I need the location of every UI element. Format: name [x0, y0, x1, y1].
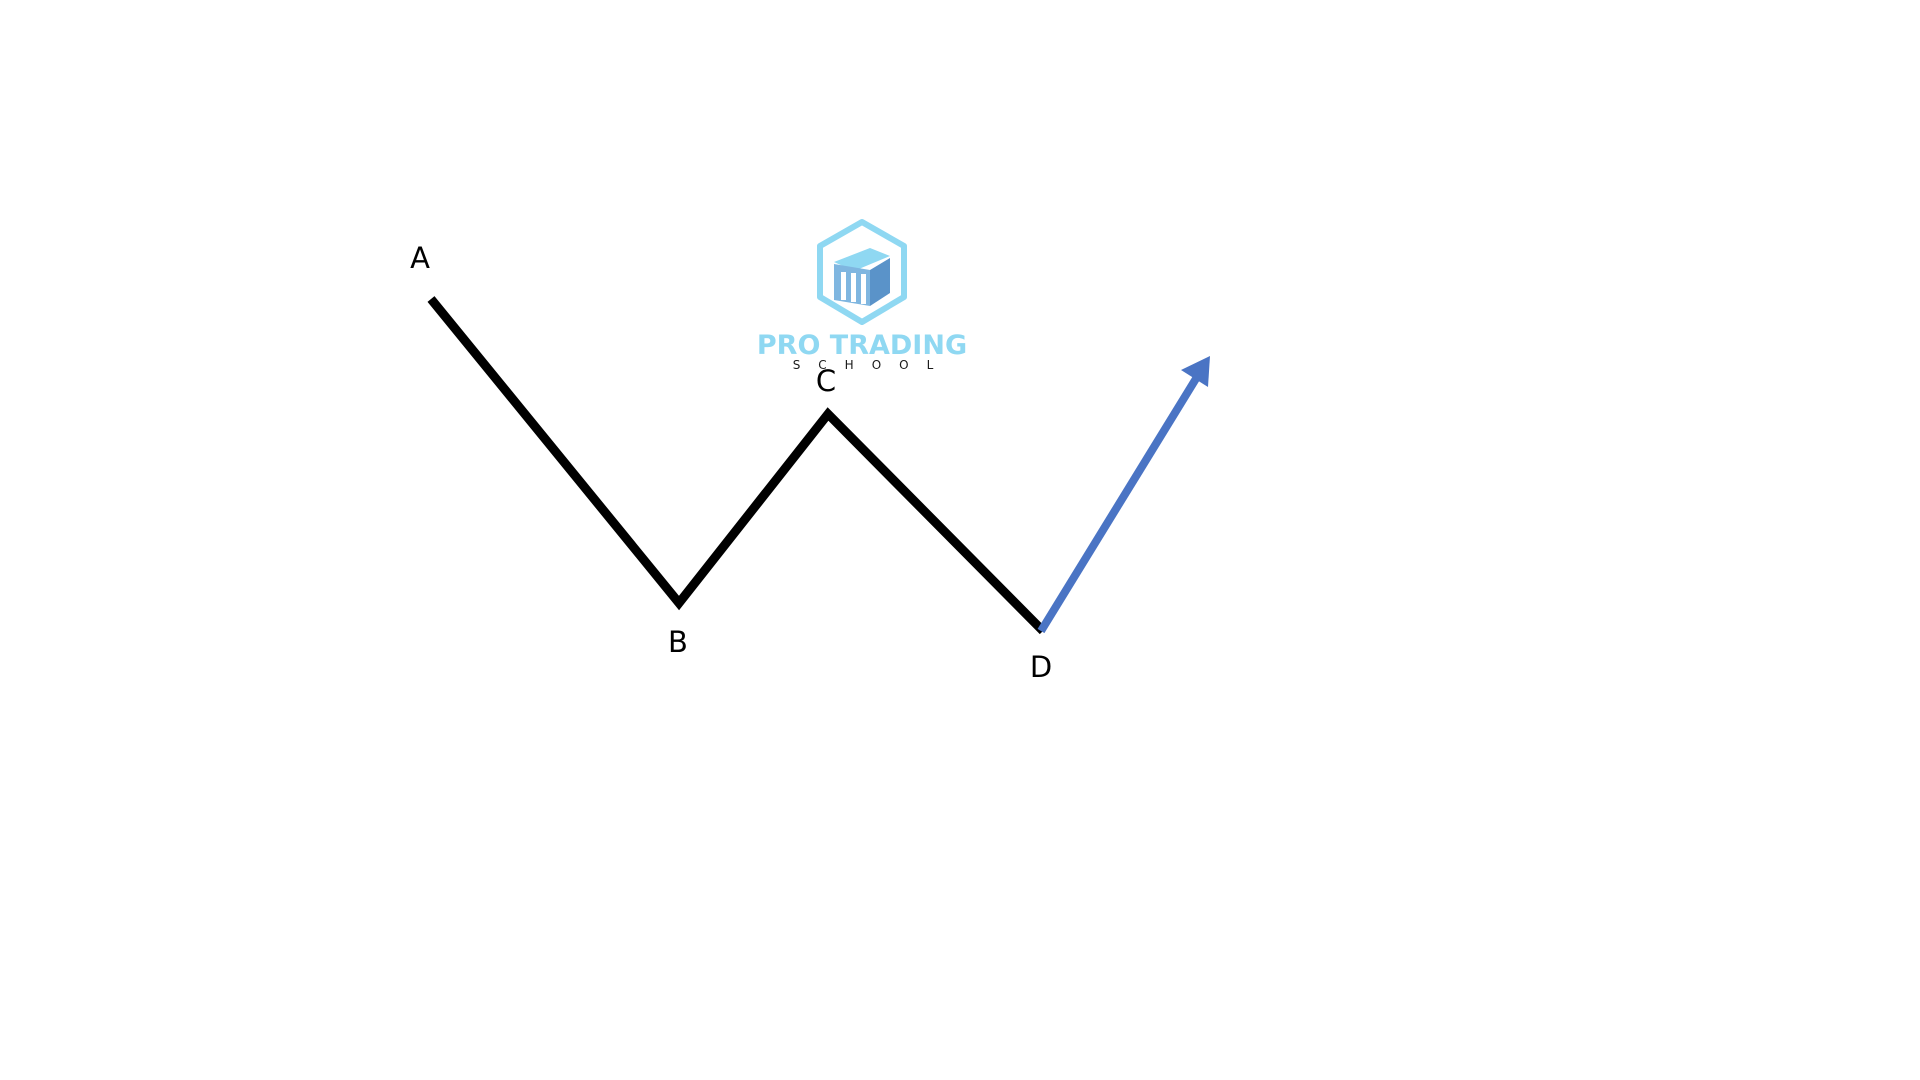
projection-arrow-head	[1181, 356, 1210, 387]
point-label-d: D	[1030, 650, 1052, 684]
point-label-c: C	[816, 364, 836, 398]
up-arrow-icon	[1037, 356, 1210, 634]
hexagon-cube-icon	[817, 219, 907, 325]
point-label-b: B	[668, 625, 688, 659]
logo: PRO TRADING SCHOOL	[757, 219, 967, 372]
projection-arrow-shaft	[1037, 374, 1201, 634]
abcd-pattern-line	[427, 296, 1047, 635]
logo-title: PRO TRADING	[757, 330, 967, 361]
point-label-a: A	[410, 241, 430, 275]
logo-subtitle: SCHOOL	[793, 358, 952, 372]
